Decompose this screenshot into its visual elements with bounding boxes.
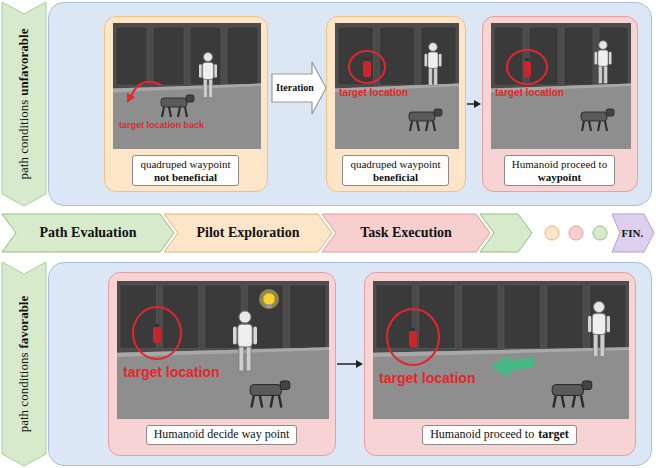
scene-photo xyxy=(373,281,629,419)
condition-label: path conditions favorable xyxy=(2,262,46,466)
condition-label: path conditions unfavorable xyxy=(2,2,46,206)
scene-box: target locationHumanoid decide way point xyxy=(108,272,336,456)
arrow-label: Iteration xyxy=(272,81,318,95)
emphasis-text: beneficial xyxy=(350,171,440,184)
stage-chevron: Path Evaluation xyxy=(2,214,174,252)
emphasis-text: target xyxy=(538,427,569,441)
iteration-arrow: Iteration xyxy=(272,62,326,114)
arrow-line xyxy=(337,363,357,365)
caption-box: quadruped waypointnot beneficial xyxy=(132,155,238,186)
stage-chevron: Task Execution xyxy=(322,214,490,252)
caption-text: Humanoid proceed to xyxy=(430,427,534,441)
caption-text: quadruped waypoint xyxy=(140,158,230,171)
dot xyxy=(545,226,559,240)
emphasis-text: waypoint xyxy=(512,171,607,184)
scene-photo xyxy=(335,23,459,149)
arrow-head xyxy=(474,100,481,108)
arrow-head xyxy=(356,360,363,368)
caption-box: quadruped waypointbeneficial xyxy=(342,155,448,186)
scene-photo xyxy=(113,23,261,149)
caption-box: Humanoid decide way point xyxy=(146,425,298,445)
target-annotation: target location xyxy=(379,371,475,386)
rotated-text: path conditions favorable xyxy=(14,274,34,454)
target-annotation: target location xyxy=(123,365,219,380)
caption-box: Humanoid proceed towaypoint xyxy=(504,155,615,186)
rotated-text: path conditions unfavorable xyxy=(14,14,34,194)
scene-box: target locationHumanoid proceed to target xyxy=(364,272,636,456)
stage-label: FIN. xyxy=(622,227,644,239)
target-annotation: target location xyxy=(339,87,408,98)
stage-label: Task Execution xyxy=(360,225,452,241)
caption-box: Humanoid proceed to target xyxy=(422,425,577,445)
arrow-line xyxy=(467,103,475,105)
flow-arrow xyxy=(337,360,363,368)
target-annotation: target location back xyxy=(119,121,204,131)
dot xyxy=(569,226,583,240)
caption-text: quadruped waypoint xyxy=(350,158,440,171)
scene-photo xyxy=(117,281,329,419)
dot xyxy=(593,226,607,240)
caption-text: Humanoid proceed to xyxy=(512,158,607,171)
stage-chevron: FIN. xyxy=(612,214,654,252)
target-annotation: target location xyxy=(495,87,564,98)
flow-arrow xyxy=(467,100,481,108)
emphasis-text: not beneficial xyxy=(140,171,230,184)
scene-photo xyxy=(491,23,631,149)
emphasis-text: favorable xyxy=(16,296,31,349)
scene-box: target location back quadruped waypointno… xyxy=(104,16,268,192)
caption-text: Humanoid decide way point xyxy=(154,428,290,442)
stage-chevron: Pilot Exploration xyxy=(164,214,332,252)
stage-label: Pilot Exploration xyxy=(196,225,299,241)
label-text: path conditions xyxy=(16,100,31,180)
stage-label: Path Evaluation xyxy=(40,225,137,241)
scene-box: target location quadruped waypointbenefic… xyxy=(326,16,466,192)
label-text: path conditions xyxy=(16,352,31,432)
scene-box: target locationHumanoid proceed towaypoi… xyxy=(482,16,638,192)
emphasis-text: unfavorable xyxy=(16,29,31,96)
